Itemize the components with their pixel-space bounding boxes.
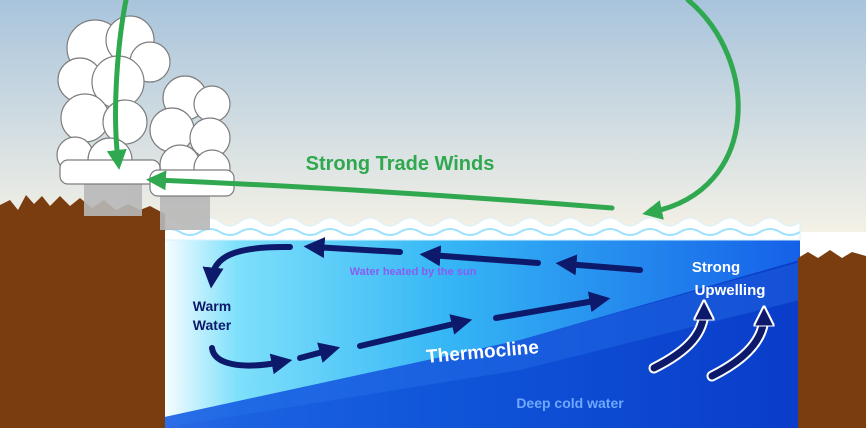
trade-winds-arrow — [146, 170, 615, 211]
western-return-arrow — [202, 243, 293, 289]
surface-current-arrow — [303, 237, 403, 259]
surface-highlight — [159, 228, 801, 236]
rising-air-arrow — [106, 0, 129, 170]
subsurface-current-arrow — [357, 314, 473, 349]
eastern-landmass — [798, 250, 866, 428]
subsurface-current-arrow — [493, 291, 611, 321]
warm-water-label-line1: Warm — [193, 298, 231, 314]
thermocline-layer — [160, 262, 800, 428]
atmospheric-circulation — [106, 0, 741, 220]
upwelling-arrow — [708, 316, 764, 380]
deep-water-layer — [160, 260, 800, 428]
ocean-surface-waves — [159, 217, 801, 241]
subsurface-current-arrow — [297, 342, 341, 363]
upwelling-label-line2: Upwelling — [695, 282, 766, 299]
ocean-currents — [202, 237, 643, 375]
surface-current-arrow — [419, 245, 541, 267]
upwelling-arrow — [650, 310, 704, 372]
western-descent-arrow — [209, 345, 293, 375]
western-landmass — [0, 195, 165, 428]
surface-current-arrow — [555, 254, 643, 276]
upwelling-label-line1: Strong — [692, 259, 740, 276]
warm-water-label-line2: Water — [193, 317, 232, 333]
deep-cold-water-label: Deep cold water — [516, 395, 624, 411]
descending-air-arrow — [642, 0, 741, 220]
water-heated-label: Water heated by the sun — [350, 266, 477, 278]
trade-winds-label: Strong Trade Winds — [306, 153, 495, 175]
